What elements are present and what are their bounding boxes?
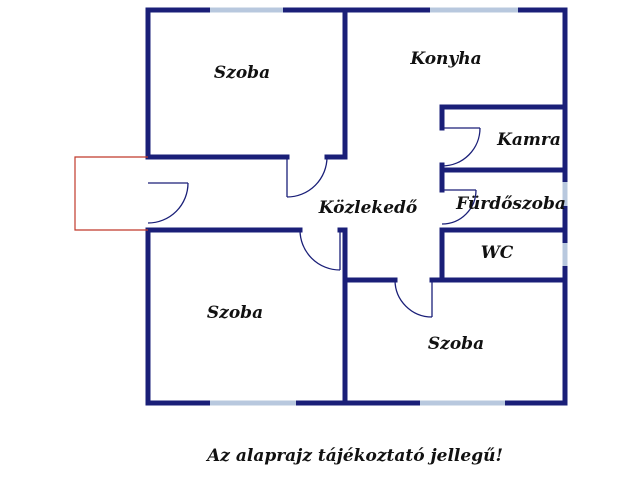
entrance-door	[147, 182, 189, 224]
windows	[210, 7, 568, 406]
room-label-konyha: Konyha	[409, 49, 481, 69]
disclaimer-note: Az alaprajz tájékoztató jellegű!	[207, 446, 503, 466]
room-labels: Szoba Konyha Kamra Közlekedő Fürdőszoba …	[207, 49, 566, 354]
room-label-wc: WC	[481, 243, 514, 263]
interior-walls	[145, 7, 568, 406]
room-label-szoba-bottom-left: Szoba	[207, 303, 263, 323]
room-label-kamra: Kamra	[496, 130, 561, 150]
kamra-door	[441, 127, 481, 167]
room-label-kozlekedo: Közlekedő	[318, 198, 418, 218]
szoba-bottom-left-door	[299, 229, 341, 271]
room-label-furdoszoba: Fürdőszoba	[455, 194, 566, 214]
room-label-szoba-top-left: Szoba	[214, 63, 270, 83]
szoba-bottom-right-door	[394, 279, 433, 318]
furdoszoba-door	[441, 189, 477, 225]
porch-outline	[74, 156, 148, 231]
szoba-top-left-door	[286, 156, 328, 198]
room-label-szoba-bottom-right: Szoba	[428, 334, 484, 354]
doors	[147, 127, 481, 318]
